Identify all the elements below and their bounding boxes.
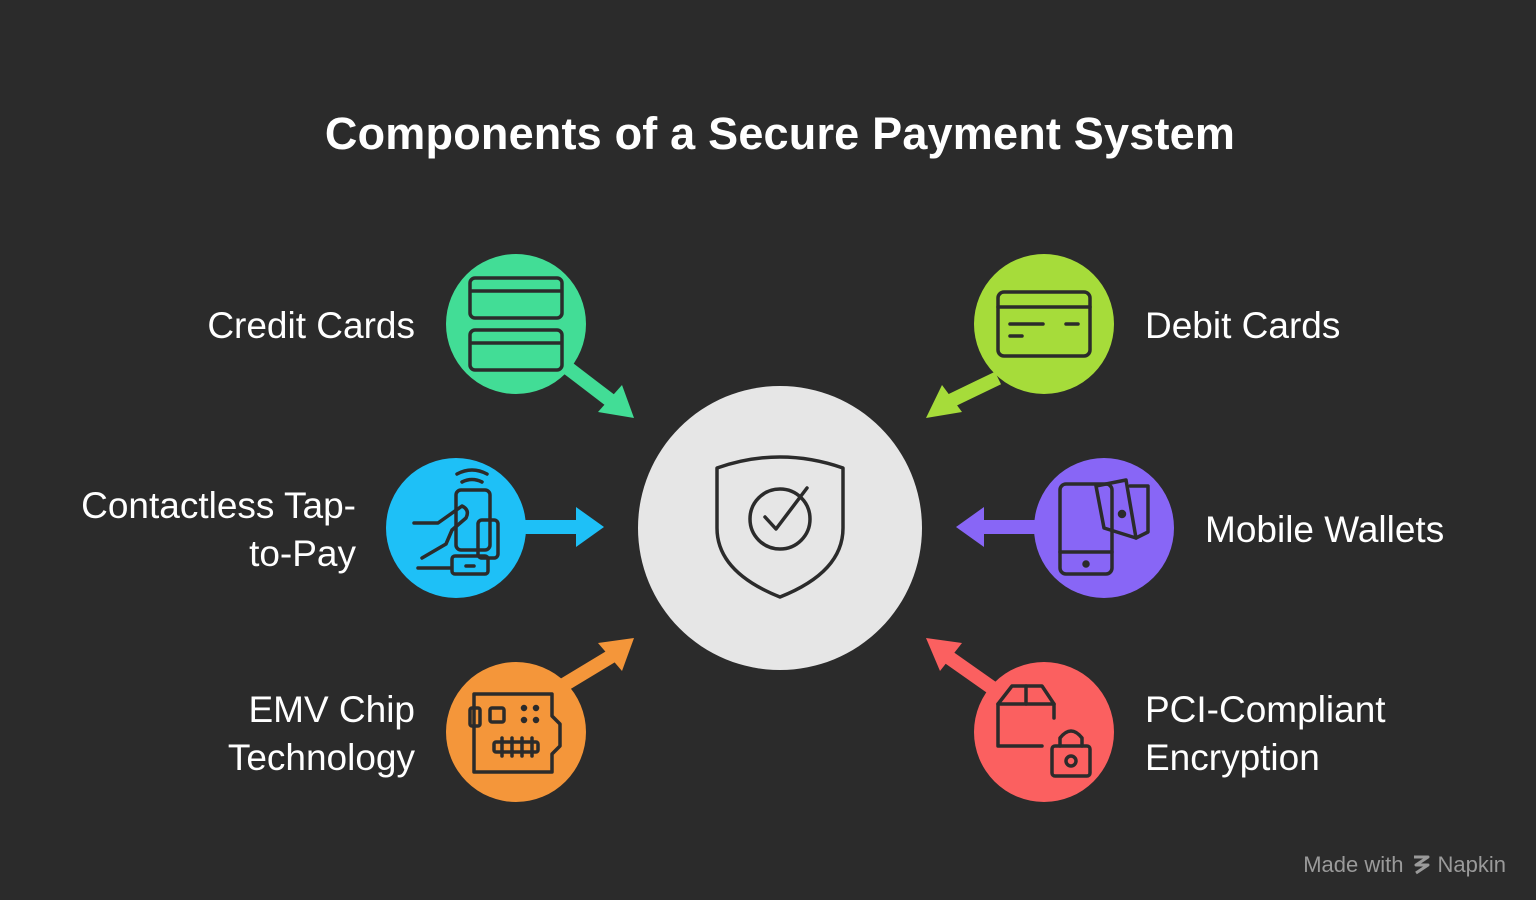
- arrow-pci-encryption: [926, 638, 1003, 698]
- box-lock-icon: [996, 684, 1092, 778]
- made-with-text: Made with: [1303, 852, 1404, 877]
- label-contactless-line-2: to-Pay: [249, 533, 356, 574]
- label-debit-cards: Debit Cards: [1145, 302, 1340, 350]
- label-debit-cards-line-1: Debit Cards: [1145, 305, 1341, 346]
- pci-encryption-circle: [974, 662, 1114, 802]
- label-pci-encryption-line-2: Encryption: [1145, 737, 1320, 778]
- arrow-debit-cards: [926, 371, 1002, 418]
- credit-cards-circle: [446, 254, 586, 394]
- tap-to-pay-icon: [412, 468, 500, 576]
- made-with-napkin[interactable]: Made with Napkin: [1303, 852, 1506, 878]
- arrow-credit-cards: [555, 356, 634, 418]
- emv-chip-circle: [446, 662, 586, 802]
- label-pci-encryption: PCI-Compliant Encryption: [1145, 686, 1386, 782]
- chip-board-icon: [468, 692, 562, 774]
- shield-check-icon: [715, 455, 845, 599]
- label-contactless-line-1: Contactless Tap-: [81, 485, 356, 526]
- label-contactless: Contactless Tap- to-Pay: [81, 482, 356, 578]
- label-emv-chip-line-2: Technology: [227, 737, 415, 778]
- label-mobile-wallets: Mobile Wallets: [1205, 506, 1444, 554]
- stacked-cards-icon: [468, 276, 564, 372]
- center-circle: [638, 386, 922, 670]
- arrow-mobile-wallets: [956, 507, 1042, 547]
- arrow-contactless: [518, 507, 604, 547]
- label-emv-chip: EMV Chip Technology: [228, 686, 415, 782]
- napkin-brand-text: Napkin: [1437, 852, 1506, 877]
- diagram-title: Components of a Secure Payment System: [324, 108, 1236, 159]
- label-pci-encryption-line-1: PCI-Compliant: [1145, 689, 1386, 730]
- phone-wallet-icon: [1058, 478, 1150, 576]
- label-mobile-wallets-line-1: Mobile Wallets: [1205, 509, 1445, 550]
- arrow-emv-chip: [558, 638, 634, 692]
- label-emv-chip-line-1: EMV Chip: [248, 689, 415, 730]
- napkin-logo-icon: [1413, 855, 1430, 875]
- label-credit-cards-line-1: Credit Cards: [207, 305, 415, 346]
- credit-card-icon: [996, 290, 1092, 358]
- label-credit-cards: Credit Cards: [207, 302, 415, 350]
